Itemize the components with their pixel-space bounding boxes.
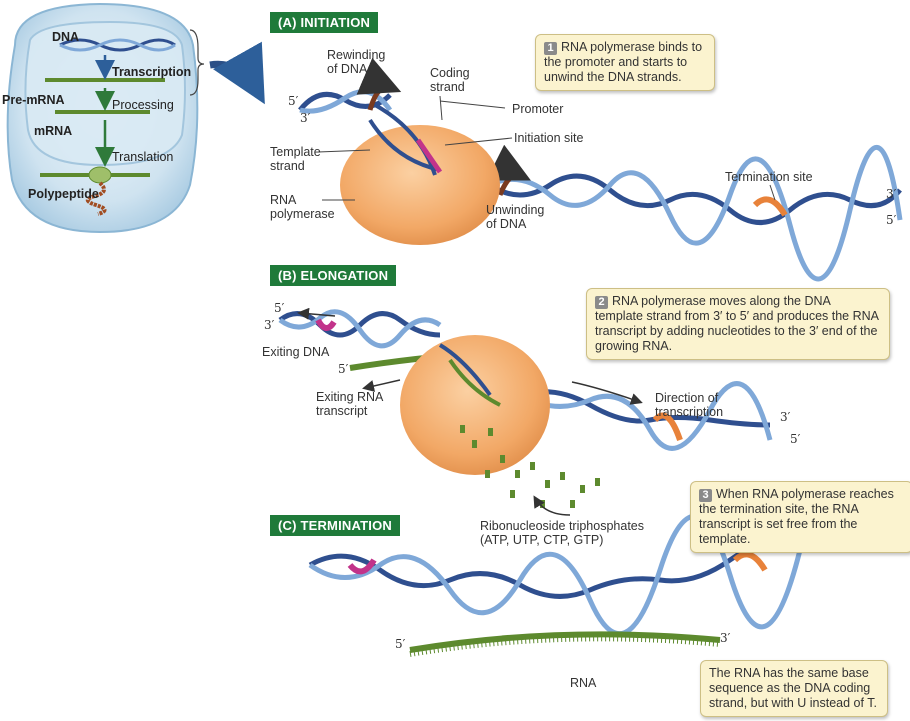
- cell-overview: [6, 2, 205, 234]
- polypeptide-chain: [85, 181, 107, 216]
- a-left-3prime: 3′: [300, 111, 311, 125]
- cell-label-processing: Processing: [112, 98, 174, 112]
- b-right-3prime: 3′: [780, 410, 791, 424]
- cell-label-mrna: mRNA: [34, 124, 73, 138]
- transcription-bubble-a: [368, 103, 443, 176]
- label-termination-site: Termination site: [725, 170, 813, 184]
- elongation-header: (B) ELONGATION: [270, 265, 397, 286]
- initiation-callout-text: RNA polymerase binds to the promoter and…: [544, 40, 703, 84]
- c-rna-3prime: 3′: [720, 631, 731, 645]
- label-promoter: Promoter: [512, 102, 564, 116]
- a-left-5prime: 5′: [288, 94, 299, 108]
- ntp-arrow: [533, 495, 571, 516]
- cell-label-transcription: Transcription: [112, 65, 192, 79]
- exiting-promoter-mark: [315, 318, 337, 331]
- exiting-dna-arrow: [297, 307, 336, 320]
- rewinding-arrow: [356, 57, 402, 111]
- b-left-3prime: 3′: [264, 318, 275, 332]
- label-exiting-rna: Exiting RNA transcript: [316, 390, 383, 418]
- initiation-dna: [298, 57, 903, 282]
- elongation-termination-mark: [652, 412, 683, 441]
- label-unwinding: Unwinding of DNA: [486, 203, 545, 231]
- step-1-badge: 1: [544, 42, 557, 55]
- rna-callout: The RNA has the same base sequence as th…: [700, 660, 888, 717]
- cell-label-translation: Translation: [112, 150, 174, 164]
- cell-label-pre-mrna: Pre-mRNA: [2, 93, 65, 107]
- label-initiation-site: Initiation site: [514, 131, 584, 145]
- label-rewinding: Rewinding of DNA: [327, 48, 386, 76]
- label-exiting-dna: Exiting DNA: [262, 345, 330, 359]
- leader-lines: [317, 95, 776, 201]
- unwinding-arrow: [486, 144, 531, 196]
- label-direction: Direction of transcription: [655, 391, 724, 419]
- termination-header: (C) TERMINATION: [270, 515, 400, 536]
- step-3-badge: 3: [699, 489, 712, 502]
- termination-site-mark: [752, 196, 788, 217]
- direction-arrow: [571, 381, 643, 405]
- ribosome: [88, 166, 112, 184]
- initiation-header: (A) INITIATION: [270, 12, 379, 33]
- free-rna: [409, 631, 721, 653]
- brace: [189, 29, 205, 96]
- rna-polymerase-b: [400, 335, 550, 475]
- zoom-arrow: [209, 41, 265, 105]
- b-left-5prime: 5′: [274, 301, 285, 315]
- a-right-5prime: 5′: [886, 213, 897, 227]
- cell-label-polypeptide: Polypeptide: [28, 187, 99, 201]
- termination-site-mark-c: [732, 551, 768, 572]
- step-2-badge: 2: [595, 296, 608, 309]
- cell-label-dna: DNA: [52, 30, 80, 44]
- termination-dna: [308, 513, 803, 636]
- c-rna-5prime: 5′: [395, 637, 406, 651]
- label-rna-polymerase: RNA polymerase: [270, 193, 335, 221]
- a-right-3prime: 3′: [886, 187, 897, 201]
- label-rna: RNA: [570, 676, 597, 690]
- termination-promoter-mark: [347, 558, 377, 575]
- transcription-bubble-b: [438, 343, 501, 407]
- label-coding-strand: Coding strand: [430, 66, 470, 94]
- rna-polymerase-a: [340, 125, 500, 245]
- elongation-callout-text: RNA polymerase moves along the DNA templ…: [595, 294, 879, 353]
- termination-callout-text: When RNA polymerase reaches the terminat…: [699, 487, 894, 546]
- b-rna-5prime: 5′: [338, 362, 349, 376]
- exiting-rna-arrow: [362, 379, 401, 392]
- cell-dna: [59, 38, 176, 52]
- label-ntps: Ribonucleoside triphosphates (ATP, UTP, …: [480, 519, 644, 547]
- elongation-dna: [278, 307, 773, 451]
- b-right-5prime: 5′: [790, 432, 801, 446]
- label-template-strand: Template strand: [270, 145, 321, 173]
